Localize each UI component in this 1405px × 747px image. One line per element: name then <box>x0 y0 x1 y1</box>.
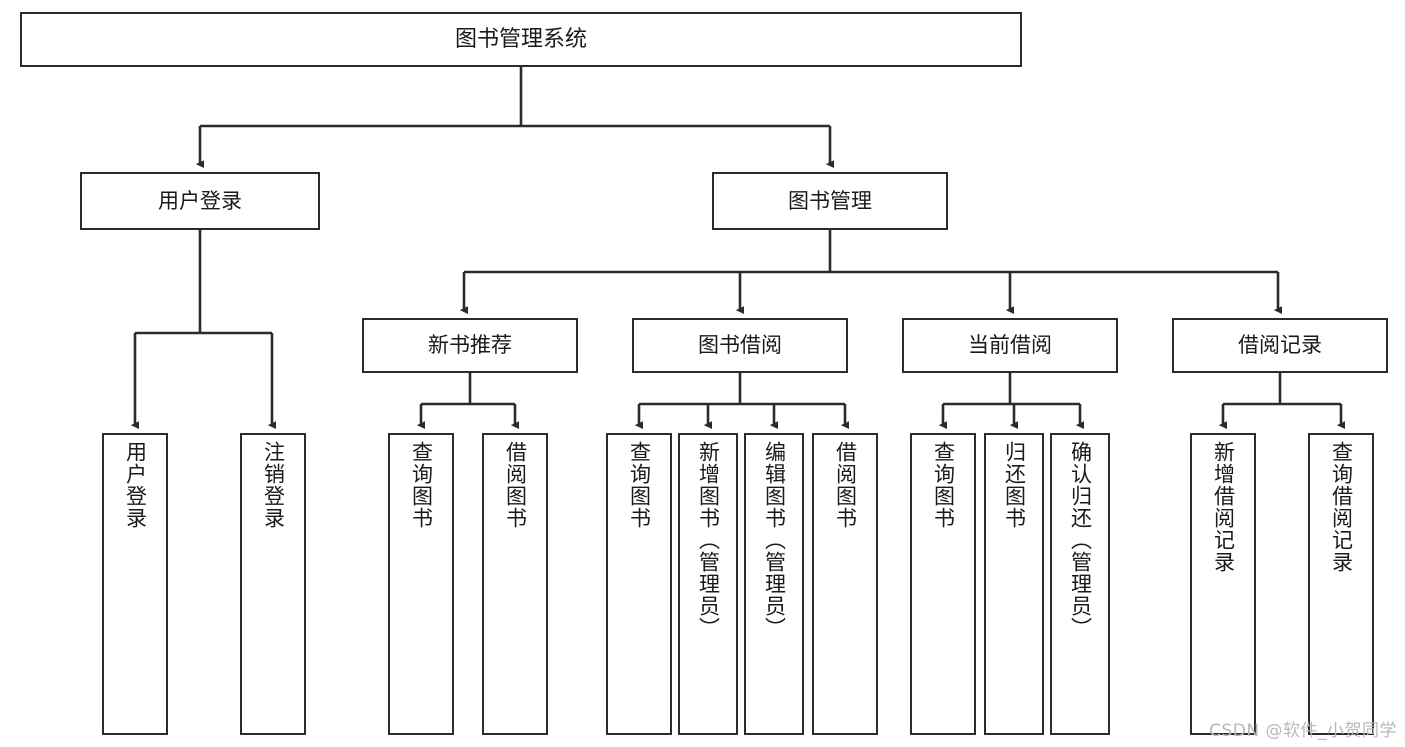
csdn-watermark: CSDN @软件_小贺同学 <box>1209 721 1397 741</box>
node-book-manage-label: 图书管理 <box>788 188 872 213</box>
node-leaf-confirm-return[interactable]: 确认归还（管理员） <box>1050 433 1110 735</box>
node-leaf-query-book-3-label: 查询图书 <box>931 441 956 529</box>
node-leaf-add-borrow-record[interactable]: 新增借阅记录 <box>1190 433 1256 735</box>
node-book-borrow-label: 图书借阅 <box>698 333 782 358</box>
node-leaf-edit-book-label: 编辑图书（管理员） <box>762 441 787 639</box>
node-leaf-confirm-return-label: 确认归还（管理员） <box>1068 441 1093 639</box>
node-user-login[interactable]: 用户登录 <box>80 172 320 230</box>
node-leaf-add-book[interactable]: 新增图书（管理员） <box>678 433 738 735</box>
node-leaf-logout-label: 注销登录 <box>261 441 286 529</box>
node-leaf-query-borrow-record[interactable]: 查询借阅记录 <box>1308 433 1374 735</box>
node-leaf-edit-book[interactable]: 编辑图书（管理员） <box>744 433 804 735</box>
node-leaf-query-book-2-label: 查询图书 <box>627 441 652 529</box>
node-leaf-login-label: 用户登录 <box>123 441 148 529</box>
node-leaf-query-borrow-record-label: 查询借阅记录 <box>1329 441 1354 573</box>
node-leaf-return-book-label: 归还图书 <box>1002 441 1027 529</box>
node-book-manage[interactable]: 图书管理 <box>712 172 948 230</box>
node-borrow-record-label: 借阅记录 <box>1238 333 1322 358</box>
node-leaf-query-book-1-label: 查询图书 <box>409 441 434 529</box>
node-leaf-login[interactable]: 用户登录 <box>102 433 168 735</box>
node-leaf-query-book-1[interactable]: 查询图书 <box>388 433 454 735</box>
node-leaf-logout[interactable]: 注销登录 <box>240 433 306 735</box>
node-leaf-borrow-book-2-label: 借阅图书 <box>833 441 858 529</box>
node-current-borrow[interactable]: 当前借阅 <box>902 318 1118 373</box>
node-current-borrow-label: 当前借阅 <box>968 333 1052 358</box>
node-leaf-borrow-book-2[interactable]: 借阅图书 <box>812 433 878 735</box>
node-new-book-recommend[interactable]: 新书推荐 <box>362 318 578 373</box>
node-leaf-add-book-label: 新增图书（管理员） <box>696 441 721 639</box>
node-leaf-query-book-3[interactable]: 查询图书 <box>910 433 976 735</box>
node-root[interactable]: 图书管理系统 <box>20 12 1022 67</box>
node-new-book-recommend-label: 新书推荐 <box>428 333 512 358</box>
node-root-label: 图书管理系统 <box>454 26 587 52</box>
node-leaf-borrow-book-1-label: 借阅图书 <box>503 441 528 529</box>
node-leaf-query-book-2[interactable]: 查询图书 <box>606 433 672 735</box>
node-book-borrow[interactable]: 图书借阅 <box>632 318 848 373</box>
node-leaf-add-borrow-record-label: 新增借阅记录 <box>1211 441 1236 573</box>
node-borrow-record[interactable]: 借阅记录 <box>1172 318 1388 373</box>
node-leaf-borrow-book-1[interactable]: 借阅图书 <box>482 433 548 735</box>
node-leaf-return-book[interactable]: 归还图书 <box>984 433 1044 735</box>
node-user-login-label: 用户登录 <box>158 188 242 213</box>
